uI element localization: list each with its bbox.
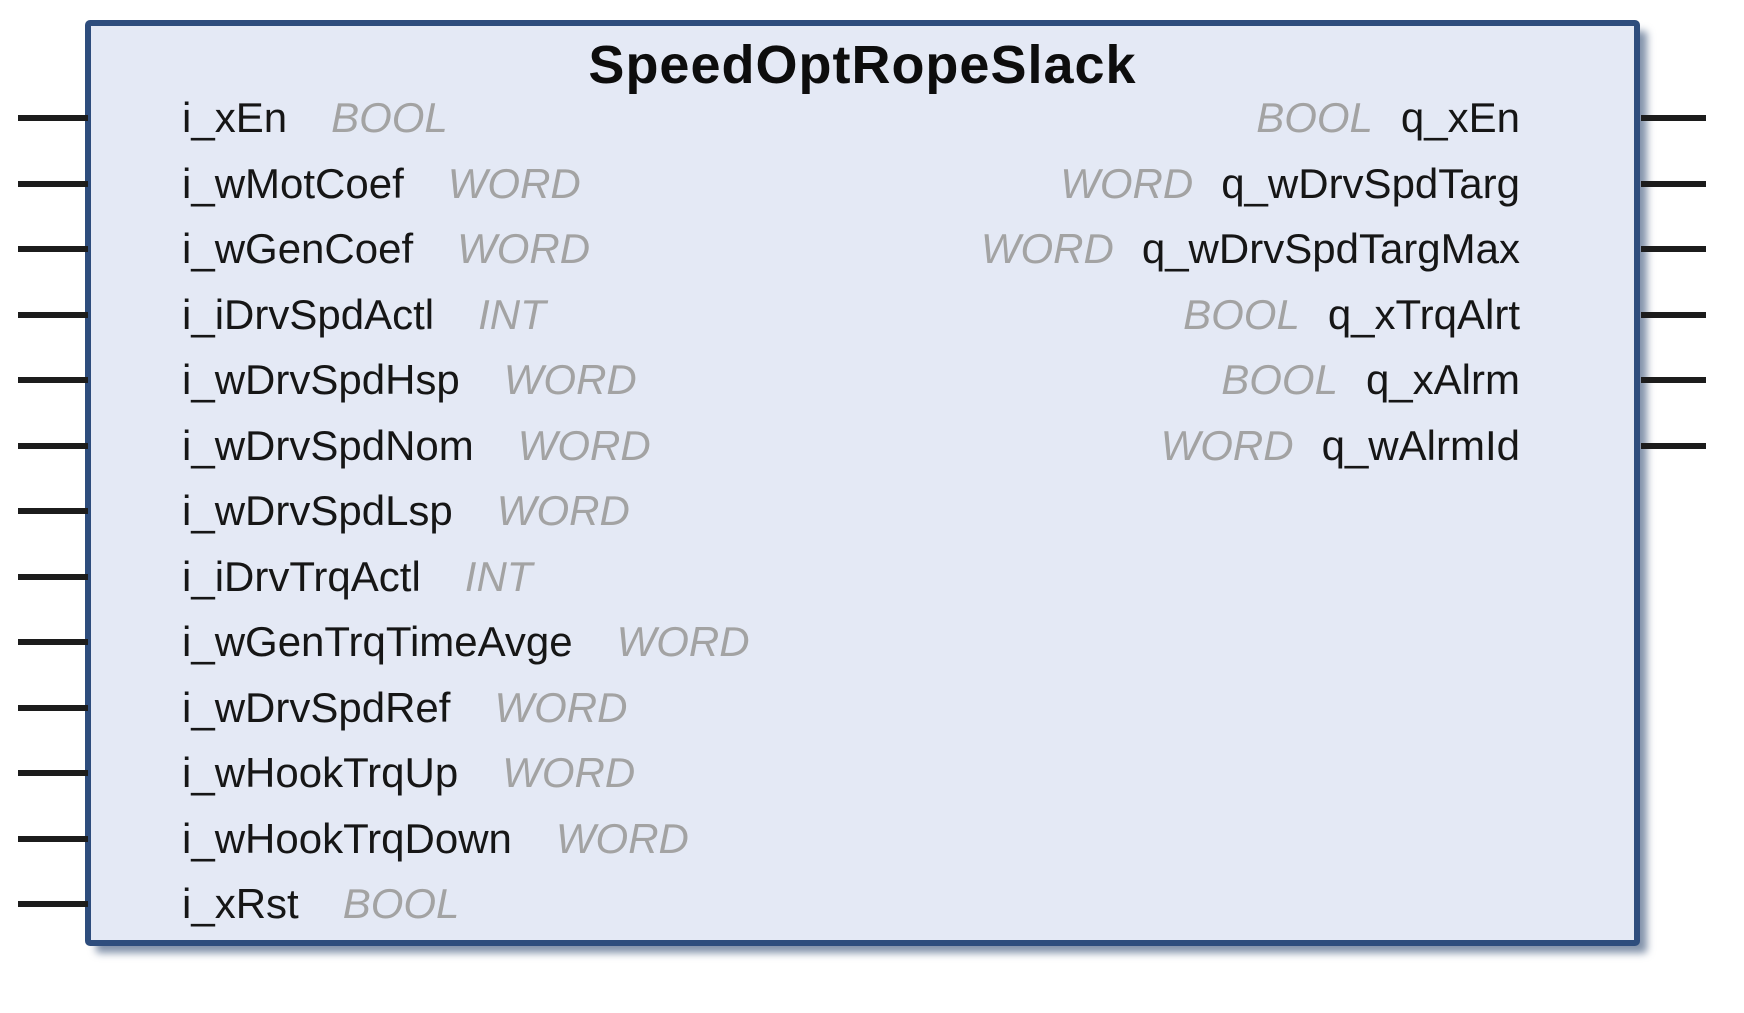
output-pin-row: BOOL q_xAlrm bbox=[1221, 352, 1520, 408]
input-pin-type: WORD bbox=[503, 356, 637, 403]
output-pin-name: q_wDrvSpdTargMax bbox=[1141, 225, 1520, 272]
input-connector-line[interactable] bbox=[18, 311, 88, 318]
input-pin-name: i_wDrvSpdLsp bbox=[182, 487, 453, 534]
input-pin-name: i_wGenCoef bbox=[182, 225, 414, 272]
input-pin-row: i_wDrvSpdRef WORD bbox=[182, 680, 627, 736]
input-pin-name: i_wDrvSpdHsp bbox=[182, 356, 460, 403]
output-pin-name: q_wAlrmId bbox=[1321, 421, 1520, 469]
input-connector-line[interactable] bbox=[18, 639, 88, 645]
input-connector-line[interactable] bbox=[18, 180, 88, 187]
input-pin-type: WORD bbox=[494, 683, 628, 731]
output-pin-name: q_wDrvSpdTarg bbox=[1221, 159, 1520, 207]
output-pin-row: WORD q_wDrvSpdTargMax bbox=[981, 221, 1520, 277]
input-pin-row: i_wHookTrqUp WORD bbox=[182, 745, 635, 801]
output-pin-row: WORD q_wDrvSpdTarg bbox=[1060, 156, 1520, 212]
input-connector-line[interactable] bbox=[18, 835, 88, 842]
input-pin-row: i_wGenTrqTimeAvge WORD bbox=[182, 614, 750, 670]
output-connector-line[interactable] bbox=[1641, 311, 1706, 318]
input-pin-name: i_wHookTrqUp bbox=[182, 749, 459, 796]
input-pin-type: WORD bbox=[447, 159, 581, 207]
output-pin-type: WORD bbox=[1160, 421, 1294, 469]
output-pin-name: q_xTrqAlrt bbox=[1327, 290, 1520, 338]
output-connector-line[interactable] bbox=[1641, 442, 1706, 449]
input-connector-line[interactable] bbox=[18, 508, 88, 514]
input-pin-row: i_wDrvSpdHsp WORD bbox=[182, 352, 637, 408]
output-pin-name: q_xAlrm bbox=[1365, 356, 1520, 403]
input-pin-row: i_xEn BOOL bbox=[182, 90, 448, 146]
output-connector-line[interactable] bbox=[1641, 246, 1706, 252]
function-block-title: SpeedOptRopeSlack bbox=[588, 35, 1137, 95]
input-pin-type: INT bbox=[478, 290, 546, 338]
input-connector-line[interactable] bbox=[18, 246, 88, 252]
input-pin-name: i_xRst bbox=[182, 880, 299, 927]
output-connector-line[interactable] bbox=[1641, 115, 1706, 121]
input-connector-line[interactable] bbox=[18, 770, 88, 776]
output-pin-type: BOOL bbox=[1256, 94, 1373, 141]
output-pin-type: BOOL bbox=[1221, 356, 1338, 403]
input-pin-type: WORD bbox=[555, 814, 689, 862]
input-connector-line[interactable] bbox=[18, 901, 88, 907]
input-pin-type: BOOL bbox=[342, 880, 460, 927]
input-pin-name: i_iDrvSpdActl bbox=[182, 290, 435, 338]
input-pin-name: i_xEn bbox=[182, 94, 288, 141]
input-pin-type: WORD bbox=[517, 421, 651, 469]
input-pin-type: INT bbox=[464, 552, 533, 600]
input-connector-line[interactable] bbox=[18, 704, 88, 711]
input-pin-name: i_wMotCoef bbox=[182, 159, 404, 207]
input-pin-row: i_wDrvSpdNom WORD bbox=[182, 418, 651, 474]
input-pin-row: i_iDrvTrqActl INT bbox=[182, 549, 532, 605]
input-pin-row: i_iDrvSpdActl INT bbox=[182, 287, 546, 343]
input-pin-row: i_wMotCoef WORD bbox=[182, 156, 581, 212]
input-pin-row: i_wDrvSpdLsp WORD bbox=[182, 483, 630, 539]
input-pin-row: i_wGenCoef WORD bbox=[182, 221, 590, 277]
input-connector-line[interactable] bbox=[18, 573, 88, 580]
input-pin-name: i_wDrvSpdNom bbox=[182, 421, 474, 469]
input-connector-line[interactable] bbox=[18, 115, 88, 121]
input-connector-line[interactable] bbox=[18, 377, 88, 383]
output-pin-name: q_xEn bbox=[1400, 94, 1520, 141]
input-pin-row: i_wHookTrqDown WORD bbox=[182, 811, 689, 867]
output-pin-row: BOOL q_xTrqAlrt bbox=[1183, 287, 1520, 343]
output-pin-type: BOOL bbox=[1183, 290, 1300, 338]
input-connector-line[interactable] bbox=[18, 442, 88, 449]
input-pin-type: WORD bbox=[616, 618, 750, 665]
input-pin-type: WORD bbox=[457, 225, 591, 272]
output-connector-line[interactable] bbox=[1641, 377, 1706, 383]
input-pin-name: i_iDrvTrqActl bbox=[182, 552, 421, 600]
input-pin-type: WORD bbox=[496, 487, 630, 534]
input-pin-type: BOOL bbox=[331, 94, 448, 141]
input-pin-row: i_xRst BOOL bbox=[182, 876, 459, 932]
input-pin-name: i_wGenTrqTimeAvge bbox=[182, 618, 573, 665]
output-pin-type: WORD bbox=[980, 225, 1114, 272]
output-pin-type: WORD bbox=[1060, 159, 1194, 207]
input-pin-name: i_wDrvSpdRef bbox=[182, 683, 451, 731]
output-connector-line[interactable] bbox=[1641, 180, 1706, 187]
output-pin-row: BOOL q_xEn bbox=[1256, 90, 1520, 146]
input-pin-type: WORD bbox=[502, 749, 636, 796]
function-block[interactable]: SpeedOptRopeSlack i_xEn BOOL i_wMotCoef … bbox=[85, 20, 1640, 946]
input-pin-name: i_wHookTrqDown bbox=[182, 814, 512, 862]
output-pin-row: WORD q_wAlrmId bbox=[1161, 418, 1520, 474]
